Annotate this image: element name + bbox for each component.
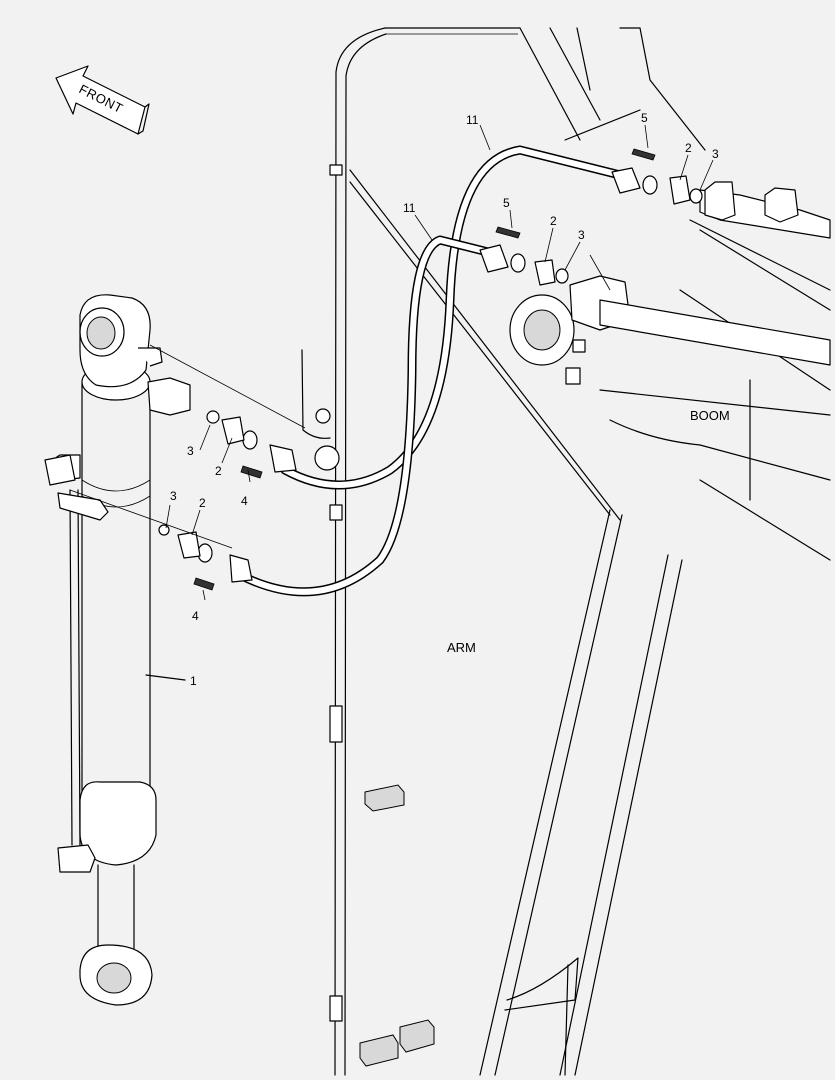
callout-4-upper: 4: [241, 494, 248, 508]
callout-numbers: 1 2 2 2 2 3 3 3 3 4 4 5 5 11 11: [170, 111, 719, 688]
callout-11-upper: 11: [466, 113, 479, 127]
callout-3-lower-left: 3: [170, 489, 177, 503]
boom-structure: BOOM: [509, 181, 831, 561]
callout-11-lower: 11: [403, 201, 416, 215]
upper-fittings: [479, 148, 703, 286]
boom-label: BOOM: [690, 408, 730, 423]
callout-5-right: 5: [641, 111, 648, 125]
callout-3-right: 3: [712, 147, 719, 161]
callout-2-right: 2: [685, 141, 692, 155]
callout-5-left: 5: [503, 196, 510, 210]
callout-3-upper-left: 3: [187, 444, 194, 458]
callout-2-upper-left: 2: [215, 464, 222, 478]
arm-label: ARM: [447, 640, 476, 655]
front-arrow: FRONT: [55, 65, 150, 135]
callout-2-mid: 2: [550, 214, 557, 228]
lower-fittings: [158, 410, 297, 591]
callout-2-lower-left: 2: [199, 496, 206, 510]
leader-lines: [69, 124, 714, 601]
hydraulic-cylinder: [44, 294, 191, 1006]
callout-4-lower: 4: [192, 609, 199, 623]
callout-3-mid: 3: [578, 228, 585, 242]
arm-structure: ARM: [301, 27, 706, 1076]
callout-1: 1: [190, 674, 197, 688]
hose-assemblies: [235, 145, 625, 597]
